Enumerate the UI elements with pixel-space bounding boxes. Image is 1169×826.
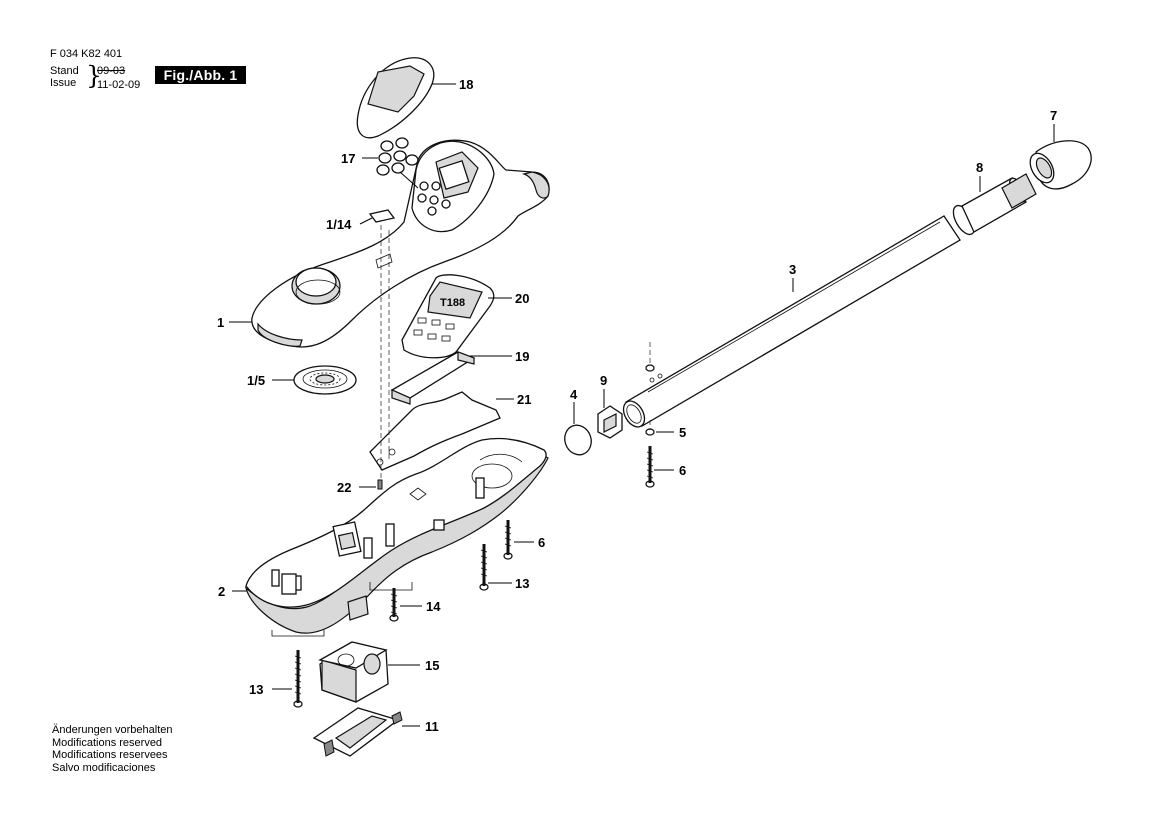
part-label: 6	[679, 463, 686, 478]
note-es: Salvo modificaciones	[52, 761, 156, 774]
bracket-part	[390, 351, 476, 405]
part-label: 1/5	[247, 373, 265, 388]
ground-plate-part	[369, 391, 501, 471]
display-window-part	[356, 57, 435, 139]
screw-6-middle-part	[503, 520, 513, 560]
part-label: 19	[515, 349, 529, 364]
board-display-digits: T188	[440, 297, 465, 309]
label-plate-part	[368, 209, 396, 223]
part-label: 18	[459, 77, 473, 92]
part-label: 15	[425, 658, 439, 673]
document-number: F 034 K82 401	[50, 48, 123, 60]
main-tube-part	[622, 215, 961, 428]
part-label: 14	[426, 599, 441, 614]
speaker-part	[293, 365, 357, 395]
part-number-labels: 18 17 1/14 1 1/5 20 19 21 22 2 13 14 15 …	[217, 77, 1057, 734]
part-label: 11	[425, 719, 439, 734]
battery-cover-part	[312, 707, 403, 757]
leader-lines	[229, 83, 1055, 727]
long-screw-middle-part	[479, 544, 489, 591]
part-label: 2	[218, 584, 225, 599]
screw-14-part	[389, 588, 399, 622]
circuit-board-part: T188	[401, 274, 495, 359]
part-label: 22	[337, 480, 351, 495]
part-label: 1/14	[326, 217, 352, 232]
note-en: Modifications reserved	[52, 736, 163, 749]
part-label: 13	[515, 576, 529, 591]
nut-part	[645, 364, 655, 436]
part-label: 9	[600, 373, 607, 388]
part-label: 6	[538, 535, 545, 550]
part-label: 7	[1050, 108, 1057, 123]
note-de: Änderungen vorbehalten	[52, 724, 173, 736]
part-label: 21	[517, 392, 531, 407]
keypad-buttons-part	[376, 137, 419, 176]
o-ring-part	[564, 424, 592, 456]
part-label: 3	[789, 262, 796, 277]
stand-label: Stand	[50, 65, 79, 77]
extension-tube-part	[952, 173, 1037, 236]
part-label: 8	[976, 160, 983, 175]
clip-part	[597, 405, 623, 439]
lower-housing-part	[244, 437, 549, 634]
part-label: 20	[515, 291, 529, 306]
issue-label: Issue	[50, 77, 77, 89]
screw-6-right-part	[645, 446, 655, 488]
part-label: 1	[217, 315, 224, 330]
note-fr: Modifications reservees	[52, 749, 168, 761]
stand-date: 09-03	[97, 65, 126, 77]
modification-notes: Änderungen vorbehalten Modifications res…	[52, 724, 172, 774]
small-screw-part	[377, 479, 383, 490]
issue-date: 11-02-09	[97, 79, 141, 91]
part-label: 4	[570, 387, 578, 402]
part-label: 13	[249, 682, 263, 697]
part-label: 17	[341, 151, 355, 166]
end-cap-part	[1029, 140, 1092, 190]
brace-icon: }	[86, 61, 102, 90]
long-screw-left-part	[293, 650, 303, 708]
upper-housing-part	[251, 139, 550, 348]
part-label: 5	[679, 425, 686, 440]
figure-label: Fig./Abb. 1	[155, 66, 246, 84]
battery-holder-part	[318, 641, 389, 703]
